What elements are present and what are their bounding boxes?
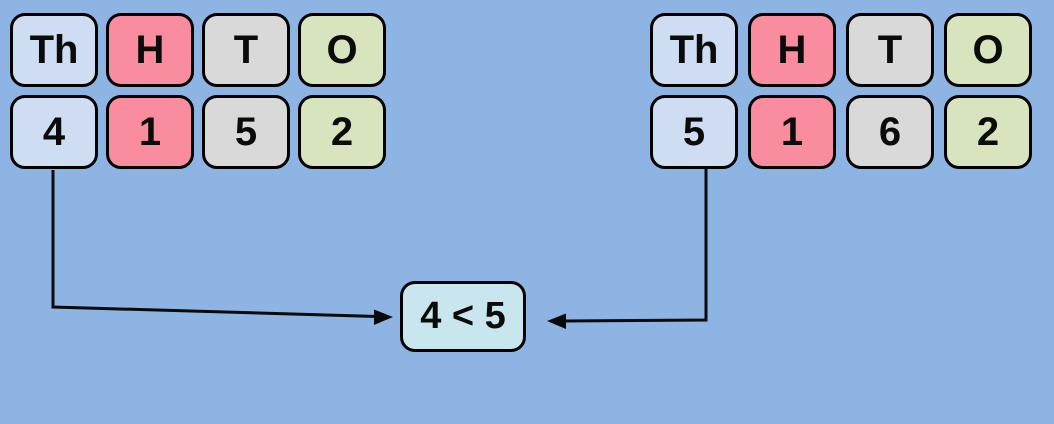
left-digit-ones: 2 [298,95,386,169]
left-arrowhead-icon [374,309,393,325]
left-digit-hundreds: 1 [106,95,194,169]
right-digit-hundreds: 1 [748,95,836,169]
right-header-tens: T [846,13,934,87]
left-header-ones: O [298,13,386,87]
left-header-tens: T [202,13,290,87]
left-place-value-table: Th H T O 4 1 5 2 [10,13,386,169]
left-arrow-line [51,170,378,318]
right-digit-ones: 2 [944,95,1032,169]
right-place-value-table: Th H T O 5 1 6 2 [650,13,1032,169]
left-digit-tens: 5 [202,95,290,169]
left-header-thousands: Th [10,13,98,87]
right-digit-thousands: 5 [650,95,738,169]
right-arrow-line [562,168,708,323]
left-header-hundreds: H [106,13,194,87]
right-header-thousands: Th [650,13,738,87]
right-arrowhead-icon [547,313,566,329]
comparison-result-box: 4 < 5 [400,281,526,352]
right-digit-tens: 6 [846,95,934,169]
right-header-ones: O [944,13,1032,87]
right-header-hundreds: H [748,13,836,87]
left-digit-thousands: 4 [10,95,98,169]
